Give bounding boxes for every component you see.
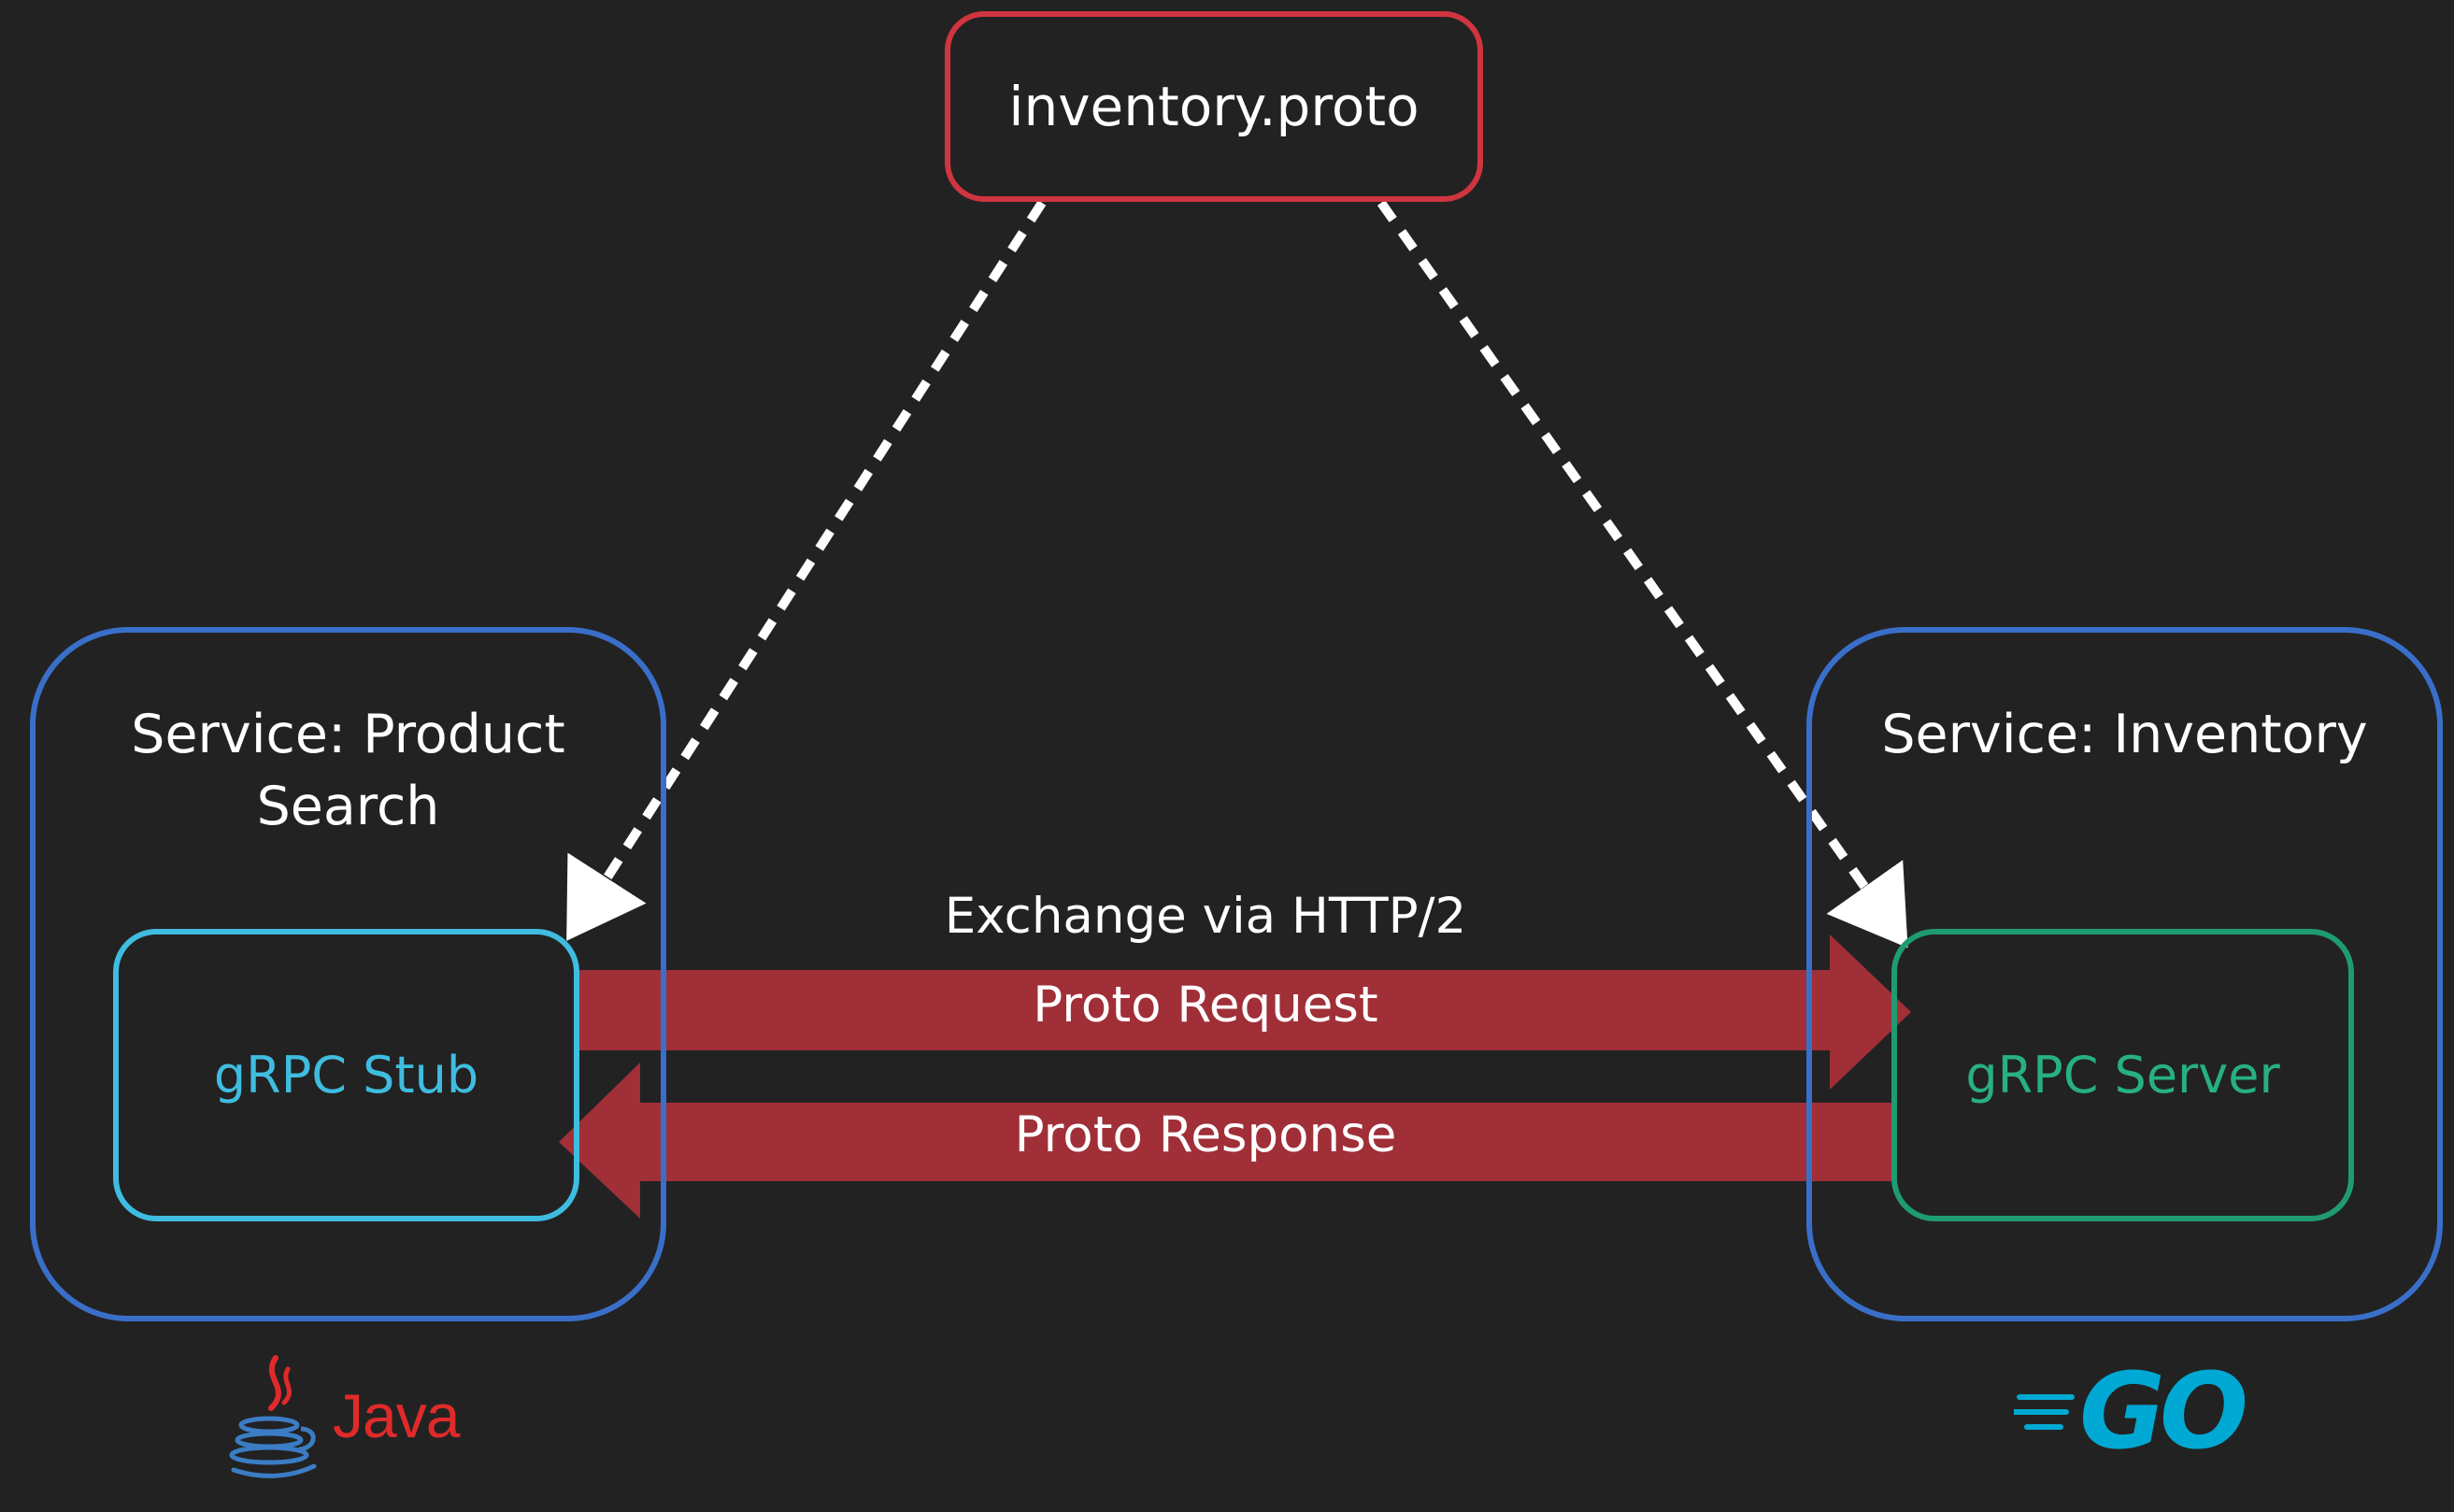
service-inventory-box: Service: Inventory bbox=[1806, 627, 2443, 1321]
proto-response-label: Proto Response bbox=[1014, 1106, 1397, 1163]
grpc-server-box: gRPC Server bbox=[1891, 929, 2354, 1221]
proto-request-label: Proto Request bbox=[1033, 977, 1378, 1034]
dashed-line-to-stub bbox=[566, 200, 1047, 941]
proto-file-box: inventory.proto bbox=[945, 11, 1483, 202]
java-wordmark: Java bbox=[333, 1381, 460, 1450]
service-product-search-box: Service: Product Search bbox=[30, 627, 666, 1321]
grpc-server-label: gRPC Server bbox=[1965, 1046, 2280, 1105]
grpc-stub-box: gRPC Stub bbox=[113, 929, 579, 1221]
go-gopher-speed-lines-icon bbox=[2014, 1394, 2075, 1430]
service-inventory-title: Service: Inventory bbox=[1881, 704, 2368, 765]
exchange-label: Exchange via HTTP/2 bbox=[944, 888, 1467, 945]
response-arrow bbox=[559, 1063, 1891, 1219]
go-logo: GO bbox=[2014, 1351, 2248, 1473]
grpc-stub-label: gRPC Stub bbox=[213, 1046, 479, 1105]
go-wordmark: GO bbox=[2079, 1351, 2248, 1473]
dashed-line-to-server bbox=[1377, 200, 1908, 949]
java-coffee-cup-icon bbox=[229, 1355, 317, 1478]
service-product-search-title: Service: Product Search bbox=[131, 704, 565, 837]
proto-file-label: inventory.proto bbox=[1008, 75, 1420, 138]
java-logo: Java bbox=[224, 1350, 460, 1481]
request-arrow bbox=[579, 934, 1911, 1090]
